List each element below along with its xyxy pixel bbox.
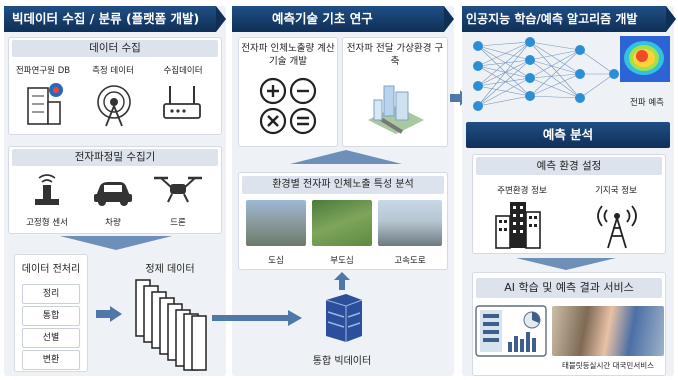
right-arrow-icon (212, 310, 302, 326)
suburb-photo (312, 200, 372, 246)
precision-collector-header: 전자파정밀 수집기 (12, 149, 218, 166)
precision-item-label: 차량 (105, 218, 121, 228)
urban-photo (246, 200, 306, 246)
up-chevron-icon (290, 150, 402, 164)
preprocess-step: 정리 (22, 284, 80, 304)
virtual-city-icon (368, 85, 424, 134)
heatmap-icon (620, 36, 670, 82)
env-setting-item: 주변환경 정보 (497, 186, 547, 196)
ai-title: 인공지능 학습/예측 알고리즘 개발 (462, 6, 676, 32)
vehicle-icon (94, 182, 132, 206)
refined-data-label: 정제 데이터 (145, 264, 195, 275)
heatmap-label: 전파 예측 (630, 98, 664, 108)
up-arrow-icon (334, 272, 350, 290)
preprocess-header: 데이터 전처리 (21, 264, 81, 275)
tablet-photo (552, 306, 664, 356)
router-icon (163, 86, 201, 119)
calc-label: 전자파 인체노출량 계산기술 개발 (241, 43, 335, 67)
env-item-label: 고속도로 (394, 256, 426, 266)
refined-documents-icon (135, 279, 207, 371)
buildings-icon (495, 202, 541, 249)
preprocess-step: 선별 (22, 328, 80, 348)
collect-item-label: 측정 데이터 (92, 66, 134, 76)
calculator-icon (259, 77, 317, 135)
down-chevron-icon (516, 258, 616, 270)
collect-item-label: 수집데이터 (163, 66, 203, 76)
drone-icon (154, 176, 202, 203)
dashboard-icon (475, 305, 547, 357)
down-chevron-icon (60, 236, 172, 250)
fixed-sensor-icon (35, 174, 59, 205)
highway-photo (378, 200, 442, 246)
radio-tower-icon (97, 85, 131, 127)
virtual-env-label: 전자파 전달 가상환경 구축 (346, 43, 444, 67)
env-item-label: 도심 (268, 256, 284, 266)
right-arrow-icon (96, 306, 122, 322)
env-setting-header: 예측 환경 설정 (476, 157, 662, 175)
server-icon (325, 294, 363, 342)
service-header: AI 학습 및 예측 결과 서비스 (476, 278, 662, 298)
preprocess-step: 통합 (22, 306, 80, 326)
service-caption: 태블릿등실시간 대국민서비스 (561, 361, 655, 370)
calc-box (238, 37, 338, 147)
predict-title: 예측 분석 (466, 122, 670, 148)
precision-item-label: 고정형 센서 (26, 218, 68, 228)
building-db-icon (27, 83, 63, 125)
env-analysis-header: 환경별 전자파 인체노출 특성 분석 (242, 176, 444, 194)
cell-tower-icon (597, 205, 637, 249)
research-title: 예측기술 기초 연구 (232, 6, 454, 32)
data-collection-header: 데이터 수집 (12, 40, 218, 57)
preprocess-step: 변환 (22, 350, 80, 370)
env-item-label: 부도심 (330, 256, 354, 266)
collect-title: 빅데이터 수집 / 분류 (플랫폼 개발) (4, 6, 226, 32)
neural-network-icon (473, 37, 619, 111)
collect-item-label: 전파연구원 DB (15, 66, 71, 76)
precision-item-label: 드론 (170, 218, 186, 228)
bigdata-label: 통합 빅데이터 (312, 356, 372, 367)
env-setting-item: 기지국 정보 (595, 186, 637, 196)
